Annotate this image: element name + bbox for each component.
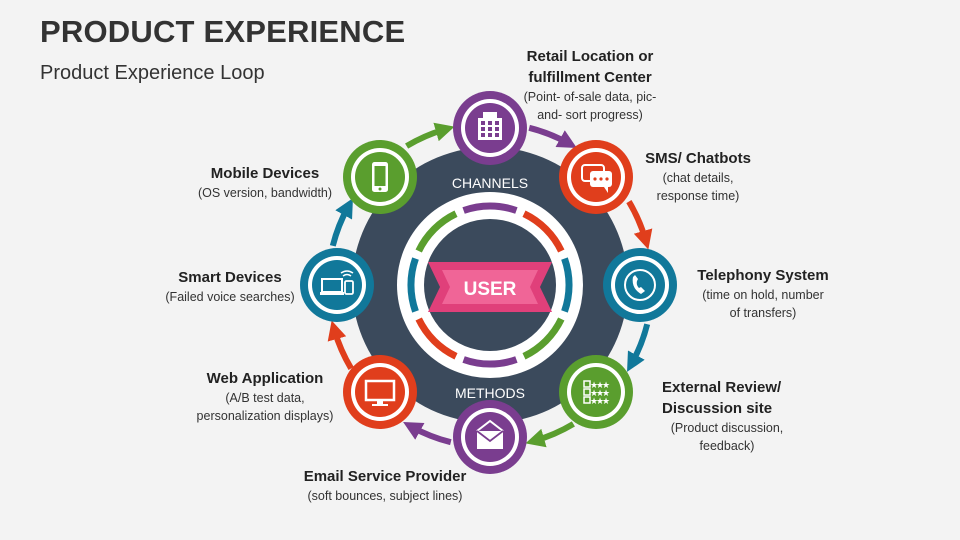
rating-list-icon: ★★★★★★★★★ [583, 380, 610, 407]
node-title: Mobile Devices [210, 165, 320, 182]
smart-devices-icon [320, 270, 354, 295]
label-sms: SMS/ Chatbots (chat details, response ti… [628, 148, 768, 205]
svg-text:★: ★ [602, 381, 610, 391]
node-desc: feedback) [699, 439, 755, 453]
building-icon [478, 112, 502, 140]
label-review: External Review/ Discussion site (Produc… [662, 377, 812, 455]
smartphone-icon [372, 162, 388, 192]
node-sms [559, 140, 633, 214]
methods-label: METHODS [455, 385, 525, 401]
flow-arrow [626, 200, 653, 250]
flow-arrow [405, 122, 455, 149]
ring-segment [407, 257, 419, 313]
ring-segment [462, 356, 518, 368]
flow-arrow [403, 422, 452, 446]
node-desc: response time) [656, 189, 740, 203]
label-email: Email Service Provider (soft bounces, su… [275, 466, 495, 505]
node-desc: (Point- of-sale data, pic- [523, 90, 657, 104]
node-telephony [603, 248, 677, 322]
user-banner: USER [428, 262, 552, 312]
node-title: Email Service Provider [303, 468, 467, 485]
label-telephony: Telephony System (time on hold, number o… [688, 265, 838, 322]
svg-text:★: ★ [590, 381, 598, 391]
ring-segment [462, 202, 518, 214]
flow-arrow [627, 323, 651, 372]
svg-text:★: ★ [602, 397, 610, 407]
page-subtitle: Product Experience Loop [40, 62, 265, 84]
node-desc: (soft bounces, subject lines) [307, 489, 463, 503]
node-desc: (OS version, bandwidth) [197, 186, 333, 200]
node-desc: (time on hold, number [702, 288, 824, 302]
flow-arrow [327, 320, 354, 370]
user-label: USER [464, 279, 517, 300]
node-desc: of transfers) [729, 306, 797, 320]
node-retail [453, 91, 527, 165]
node-smart [300, 248, 374, 322]
flow-arrow [329, 198, 353, 247]
node-desc: and- sort progress) [537, 108, 643, 122]
svg-text:★: ★ [590, 389, 598, 399]
inner-color-segments [407, 202, 573, 368]
envelope-icon [476, 419, 504, 449]
label-web: Web Application (A/B test data, personal… [185, 368, 345, 425]
ring-segment [522, 317, 565, 360]
ring-segment [415, 210, 458, 253]
node-desc: personalization displays) [196, 409, 334, 423]
node-web [343, 355, 417, 429]
flow-arrow [525, 421, 575, 448]
svg-text:★: ★ [596, 381, 604, 391]
label-smart: Smart Devices (Failed voice searches) [150, 267, 310, 306]
node-title: External Review/ [662, 379, 782, 396]
chat-icon [581, 164, 612, 193]
node-desc: (Failed voice searches) [165, 290, 295, 304]
ring-segment [522, 210, 565, 253]
node-mobile [343, 140, 417, 214]
node-review: ★★★★★★★★★ [559, 355, 633, 429]
node-email [453, 400, 527, 474]
label-retail: Retail Location or fulfillment Center (P… [505, 46, 675, 124]
monitor-icon [364, 379, 396, 406]
ring-segment [415, 317, 458, 360]
node-desc: (A/B test data, [225, 391, 305, 405]
node-title: fulfillment Center [528, 69, 652, 86]
node-desc: (chat details, [662, 171, 734, 185]
node-title: Web Application [206, 370, 324, 387]
svg-text:★: ★ [590, 397, 598, 407]
node-title: Discussion site [662, 400, 773, 417]
node-title: Smart Devices [178, 269, 282, 286]
svg-text:★: ★ [596, 397, 604, 407]
phone-icon [624, 269, 656, 301]
ring-segment [561, 257, 573, 313]
svg-text:★: ★ [602, 389, 610, 399]
node-title: Telephony System [697, 267, 829, 284]
label-mobile: Mobile Devices (OS version, bandwidth) [185, 163, 345, 202]
node-title: SMS/ Chatbots [645, 150, 751, 167]
node-desc: (Product discussion, [670, 421, 784, 435]
channels-label: CHANNELS [452, 175, 528, 191]
page-title: PRODUCT EXPERIENCE [40, 14, 406, 49]
svg-text:★: ★ [596, 389, 604, 399]
flow-arrow [528, 124, 577, 148]
node-title: Retail Location or [526, 48, 654, 65]
